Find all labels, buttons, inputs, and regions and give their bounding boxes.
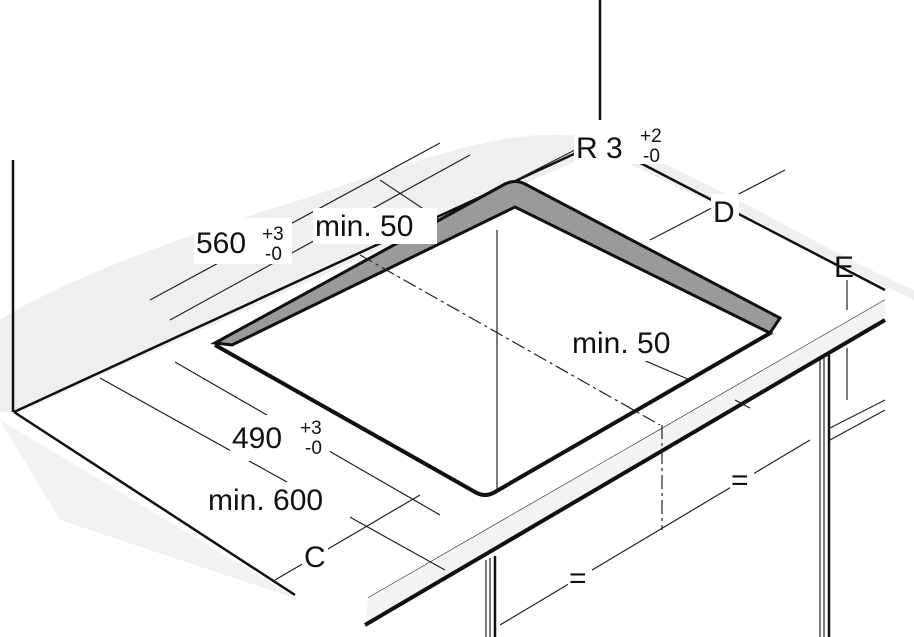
wall-shadow: [0, 134, 914, 412]
svg-text:-0: -0: [643, 146, 660, 167]
svg-text:D: D: [713, 196, 735, 229]
svg-text:560: 560: [196, 227, 246, 260]
cabinet-legs: [485, 355, 886, 637]
label-490: 490 +3 -0: [230, 415, 330, 461]
label-min-50-back: min. 50: [313, 208, 437, 244]
svg-text:min. 600: min. 600: [208, 484, 323, 517]
svg-text:=: =: [731, 464, 749, 497]
cutout-rim: [210, 180, 783, 347]
countertop-shadow: [0, 420, 300, 600]
countertop-left-edge: [13, 410, 296, 597]
svg-text:+2: +2: [640, 126, 662, 147]
svg-text:min. 50: min. 50: [572, 327, 670, 360]
svg-text:490: 490: [232, 422, 282, 455]
label-radius: R 3 +2 -0: [574, 120, 666, 167]
svg-text:+3: +3: [300, 418, 322, 439]
center-line-diagonal: [359, 254, 661, 426]
svg-text:+3: +3: [262, 224, 284, 245]
label-equal-right: =: [730, 462, 754, 497]
svg-text:C: C: [304, 541, 326, 574]
label-equal-left: =: [568, 560, 592, 595]
svg-text:=: =: [569, 562, 587, 595]
label-min-600: min. 600: [206, 482, 350, 518]
label-min-50-side: min. 50: [570, 325, 694, 361]
svg-text:E: E: [834, 251, 854, 284]
countertop-front-bottom: [363, 318, 887, 627]
label-E: E: [834, 251, 854, 284]
label-D: D: [711, 194, 739, 229]
countertop-front-face: [365, 300, 885, 625]
svg-text:min. 50: min. 50: [315, 210, 413, 243]
label-C: C: [302, 540, 328, 574]
back-right-edge: [599, 140, 886, 292]
svg-text:-0: -0: [265, 244, 282, 265]
label-560: 560 +3 -0: [194, 218, 292, 265]
svg-text:R 3: R 3: [576, 132, 623, 165]
svg-text:-0: -0: [305, 438, 322, 459]
cutout-front-edges: [214, 330, 774, 497]
